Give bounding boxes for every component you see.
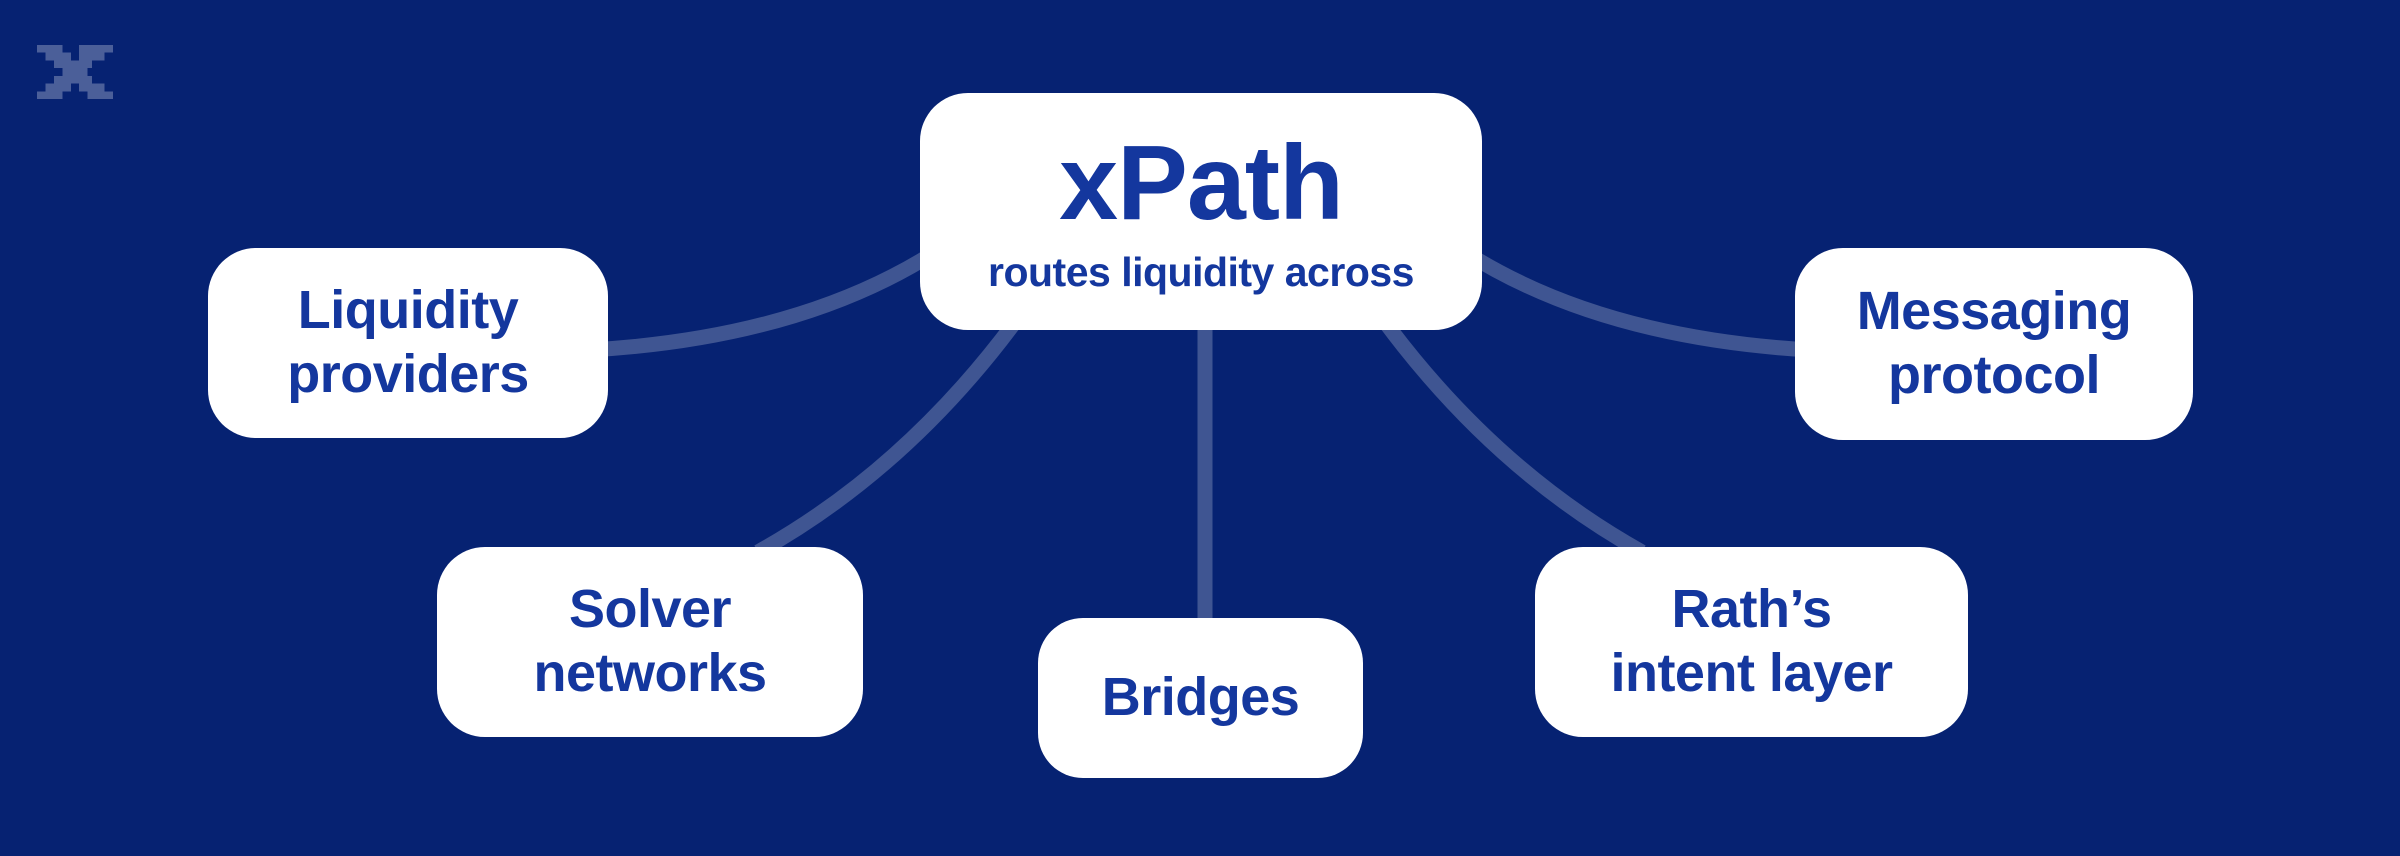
node-label-line1: Bridges (1101, 667, 1300, 728)
pixel-x-icon (37, 45, 113, 99)
node-label-line1: Rath’s (1671, 579, 1832, 640)
node-label-line1: Messaging (1856, 281, 2132, 342)
node-liquidity-providers: Liquidity providers (208, 248, 608, 438)
node-solver-networks: Solver networks (437, 547, 863, 737)
connector-solver-networks (754, 317, 1022, 559)
node-label-line1: Solver (568, 579, 732, 640)
node-xpath-center: xPath routes liquidity across (920, 93, 1482, 330)
node-label-line2: networks (533, 643, 767, 703)
connector-liquidity-providers (589, 245, 940, 358)
node-raths-intent-layer: Rath’s intent layer (1535, 547, 1968, 737)
node-messaging-protocol: Messaging protocol (1795, 248, 2193, 440)
center-node-subtitle: routes liquidity across (988, 249, 1414, 295)
node-label-line1: Liquidity (297, 280, 519, 341)
node-label-line2: intent layer (1610, 643, 1893, 703)
connector-raths-intent-layer (1378, 317, 1646, 559)
center-node-title: xPath (1059, 124, 1344, 242)
node-label-line2: providers (287, 344, 529, 404)
node-bridges: Bridges (1038, 618, 1363, 778)
node-label-line2: protocol (1888, 345, 2100, 405)
connector-messaging-protocol (1460, 245, 1811, 358)
